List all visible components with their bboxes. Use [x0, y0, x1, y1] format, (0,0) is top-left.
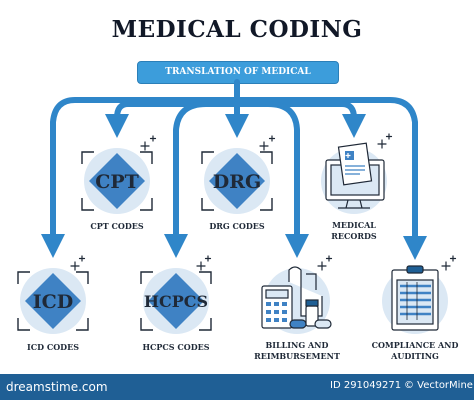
connector-cpt	[105, 101, 240, 138]
connector-billing	[265, 101, 309, 258]
diagram-graphics: CPT DRG ICD HCPCS	[17, 79, 457, 334]
icd-icon	[17, 268, 89, 334]
compliance-caption-line1: COMPLIANCE AND	[371, 340, 459, 350]
compliance-icon	[382, 265, 448, 334]
records-caption-line2: RECORDS	[331, 231, 377, 241]
connector-records	[234, 101, 366, 138]
cpt-code-label: CPT	[95, 171, 139, 193]
footer-brand: dreamstime.com	[6, 380, 108, 394]
connector-hcpcs	[164, 101, 209, 258]
footer-author: © VectorMine	[404, 380, 473, 391]
drg-caption: DRG CODES	[209, 221, 265, 231]
records-caption-line1: MEDICAL	[332, 220, 376, 230]
icd-code-label: ICD	[33, 291, 74, 313]
icd-caption: ICD CODES	[27, 342, 79, 352]
page-title: MEDICAL CODING	[111, 16, 363, 43]
billing-caption-line1: BILLING AND	[265, 340, 329, 350]
cpt-icon	[81, 148, 153, 214]
billing-caption-line2: REIMBURSEMENT	[254, 351, 340, 361]
hcpcs-caption: HCPCS CODES	[142, 342, 210, 352]
hcpcs-icon	[140, 268, 212, 334]
cpt-caption: CPT CODES	[90, 221, 144, 231]
drg-icon	[201, 148, 273, 214]
footer-bar	[0, 374, 474, 400]
medical-records-icon	[321, 142, 387, 214]
billing-icon	[261, 266, 332, 334]
compliance-caption-line2: AUDITING	[391, 351, 439, 361]
connector-right-branch	[234, 97, 427, 260]
hcpcs-code-label: HCPCS	[144, 292, 208, 311]
sparkle-icons	[70, 133, 457, 271]
drg-code-label: DRG	[213, 171, 262, 193]
footer-id: ID 291049271	[330, 380, 402, 391]
connector-left-branch	[41, 97, 240, 258]
